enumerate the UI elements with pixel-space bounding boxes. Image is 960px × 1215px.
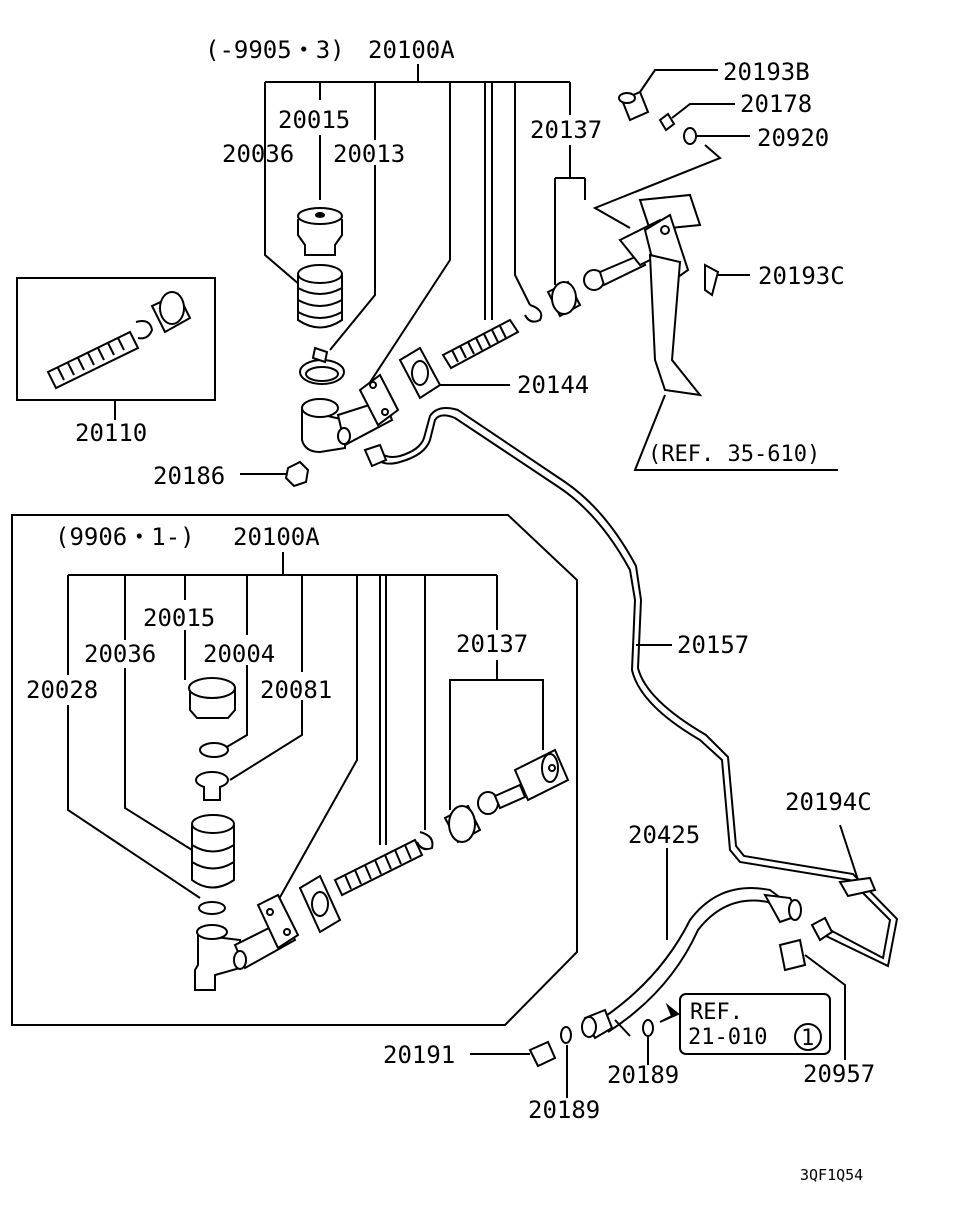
- gasket-upper: [398, 346, 442, 400]
- snap-ring-upper: [524, 304, 543, 323]
- push-rod-upper: [583, 253, 647, 291]
- ref-box-line1: REF.: [690, 1000, 743, 1025]
- clutch-pedal: [618, 193, 703, 397]
- part-label-20157: 20157: [677, 631, 749, 659]
- ref-35-610-label: (REF. 35-610): [648, 442, 820, 467]
- ref-arrow-stem: [614, 1019, 631, 1037]
- gasket-lower: [298, 874, 342, 934]
- bolt-20191: [470, 1040, 557, 1068]
- flex-hose-20425-edge: [607, 899, 786, 1033]
- upper-date-range-label: (-9905・3): [205, 36, 345, 64]
- clip-20178: [658, 103, 735, 132]
- hydraulic-line-20157-edge: [375, 407, 899, 968]
- inset-box-20110: [16, 277, 216, 420]
- part-label-20178: 20178: [740, 90, 812, 118]
- part-label-20189-right: 20189: [607, 1061, 679, 1089]
- master-cylinder-upper: [301, 373, 400, 454]
- part-label-20013-upper: 20013: [333, 140, 405, 168]
- ref-box-circled-number: 1: [801, 1026, 814, 1051]
- lower-assembly-frame: [11, 514, 578, 1026]
- flex-hose-20425: [599, 887, 791, 1021]
- filter-20081: [195, 771, 229, 801]
- ref-21-010-box: REF. 21-010 1: [679, 993, 831, 1055]
- upper-assembly: (-9905・3) 20100A 20015 20036 20013 20137: [153, 36, 845, 490]
- washer-20920: [683, 127, 750, 145]
- clamp-upper: [299, 346, 345, 385]
- master-cylinder-lower: [194, 893, 300, 991]
- part-label-20425: 20425: [628, 821, 700, 849]
- o-ring-20028: [198, 901, 226, 915]
- part-label-20036-upper: 20036: [222, 140, 294, 168]
- part-label-20004: 20004: [203, 640, 275, 668]
- part-label-20193c: 20193C: [758, 262, 845, 290]
- snap-ring-lower: [416, 831, 434, 851]
- boot-lower: [443, 804, 482, 844]
- reservoir-cap-lower: [188, 677, 236, 719]
- boot-upper: [546, 280, 582, 318]
- part-label-20191: 20191: [383, 1041, 455, 1069]
- lower-date-range-label: (9906・1-): [55, 523, 195, 551]
- diaphragm-20004: [199, 742, 229, 758]
- line-fitting-lower: [810, 824, 877, 942]
- ref-arrow-icon: [659, 1002, 680, 1023]
- part-label-20957: 20957: [803, 1060, 875, 1088]
- reservoir-cap-upper: [297, 207, 343, 256]
- part-label-20144: 20144: [517, 371, 589, 399]
- nut-20186: [240, 460, 310, 488]
- lower-leader-lines: [67, 552, 544, 916]
- part-label-20028: 20028: [26, 676, 98, 704]
- pin-20193b: [618, 69, 718, 122]
- part-label-20015-upper: 20015: [278, 106, 350, 134]
- piping: 20157 20194C 20425 20957 201: [363, 407, 899, 1124]
- washer-20189-left: [560, 1026, 572, 1044]
- part-label-20189-left: 20189: [528, 1096, 600, 1124]
- part-label-20110: 20110: [75, 419, 147, 447]
- part-label-20193b: 20193B: [723, 58, 810, 86]
- reservoir-body-upper: [297, 264, 343, 329]
- part-label-20194c: 20194C: [785, 788, 872, 816]
- hose-end-fittings: [581, 893, 802, 1040]
- upper-assembly-number: 20100A: [368, 36, 455, 64]
- washer-20189-right: [642, 1019, 654, 1037]
- line-fitting-upper: [363, 443, 388, 468]
- clip-20193c: [704, 263, 750, 297]
- hydraulic-line-20157: [369, 414, 892, 960]
- part-label-20036-lower: 20036: [84, 640, 156, 668]
- diagram-code: 3QF1Q54: [800, 1166, 863, 1184]
- ref-leader-line: [633, 394, 838, 471]
- lower-assembly-number: 20100A: [233, 523, 320, 551]
- push-rod-lower: [477, 748, 570, 815]
- part-label-20920: 20920: [757, 124, 829, 152]
- lower-assembly: (9906・1-) 20100A 20015 20036 20004 20028: [11, 514, 578, 1026]
- piston-spring-lower: [333, 838, 424, 897]
- pin-leader-lines: [592, 144, 722, 229]
- part-label-20137-upper: 20137: [530, 116, 602, 144]
- part-label-20186: 20186: [153, 462, 225, 490]
- part-label-20081: 20081: [260, 676, 332, 704]
- part-label-20137-lower: 20137: [456, 630, 528, 658]
- circled-number-icon: [794, 1023, 822, 1051]
- part-label-20015-lower: 20015: [143, 604, 215, 632]
- ref-box-line2: 21-010: [688, 1025, 767, 1050]
- piston-spring-upper: [441, 318, 520, 370]
- upper-leader-lines: [264, 64, 586, 391]
- clip-20957: [778, 938, 846, 1060]
- reservoir-body-lower: [191, 814, 235, 889]
